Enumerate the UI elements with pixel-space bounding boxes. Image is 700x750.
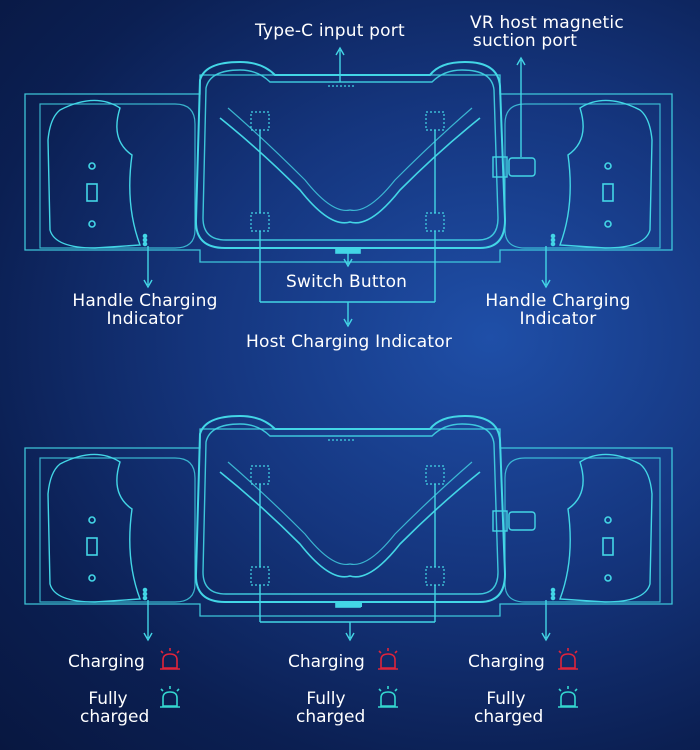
siren-icon-cyan — [160, 686, 180, 708]
handle-indicator-left-line1: Handle Charging — [72, 291, 218, 311]
handle-indicator-right-line1: Handle Charging — [485, 291, 631, 311]
siren-icon-red — [558, 648, 578, 670]
vr-host-port-label-line1: VR host magnetic — [470, 13, 624, 33]
legend-1-full-line2: charged — [80, 707, 150, 727]
switch-button-label: Switch Button — [286, 272, 408, 292]
legend-2-full-line2: charged — [296, 707, 366, 727]
handle-indicator-right-label: Handle Charging Indicator — [483, 292, 633, 328]
legend-3-full-line1: Fully — [486, 689, 526, 709]
station-bottom — [24, 415, 673, 617]
legend-3-full-line2: charged — [474, 707, 544, 727]
type-c-port-label: Type-C input port — [255, 21, 405, 41]
legend-1-charging-label: Charging — [68, 652, 145, 672]
legend-1-full-label: Fully charged — [80, 689, 150, 727]
handle-indicator-left-line2: Indicator — [106, 309, 184, 329]
legend-3-full-label: Fully charged — [474, 689, 544, 727]
legend-2-full-label: Fully charged — [296, 689, 366, 727]
siren-icon-cyan — [558, 686, 578, 708]
legend-2-full-line1: Fully — [306, 689, 346, 709]
handle-indicator-right-line2: Indicator — [519, 309, 597, 329]
siren-icon-red — [378, 648, 398, 670]
vr-host-port-label-line2: suction port — [472, 31, 578, 51]
station-top — [24, 61, 673, 263]
legend-3-charging-label: Charging — [468, 652, 545, 672]
legend-2-charging-label: Charging — [288, 652, 365, 672]
siren-icon-cyan — [378, 686, 398, 708]
host-charging-indicator-label: Host Charging Indicator — [246, 332, 453, 352]
handle-indicator-left-label: Handle Charging Indicator — [70, 292, 220, 328]
siren-icon-red — [160, 648, 180, 670]
legend-1-full-line1: Fully — [88, 689, 128, 709]
vr-host-port-label: VR host magnetic suction port — [470, 13, 624, 51]
